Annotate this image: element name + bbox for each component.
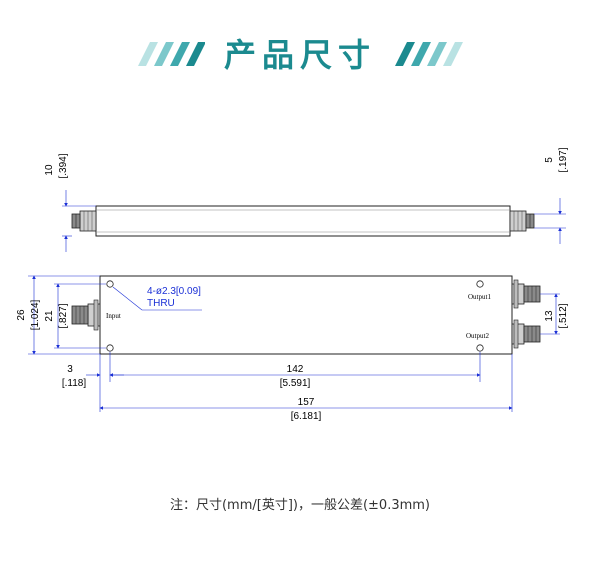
mounting-hole: [106, 344, 114, 352]
dim-side-left: 10 [.394]: [44, 153, 96, 252]
output2-label: Output2: [466, 332, 489, 340]
dim-height-total: 26 [1.024]: [16, 275, 100, 355]
dim-side-right-value: 5: [544, 157, 555, 163]
mounting-hole: [476, 280, 484, 288]
dim-side-right: 5 [.197]: [534, 147, 569, 244]
dim-total-length: 157 [6.181]: [99, 397, 513, 422]
dim-right-spacing: 13 [.512]: [540, 293, 569, 335]
dim-total-length-value: 157: [298, 397, 315, 408]
side-right-connector: [509, 210, 535, 232]
output2-connector: [511, 319, 541, 349]
dim-right-spacing-value: 13: [544, 310, 555, 322]
dim-height-total-inch: [1.024]: [30, 299, 41, 330]
dim-side-left-value: 10: [44, 164, 55, 176]
dim-height-total-value: 26: [16, 309, 27, 321]
decorative-stripes-right: [395, 42, 463, 66]
mounting-hole: [476, 344, 484, 352]
dim-hole-offset: 3 [.118]: [62, 364, 124, 389]
decorative-stripes-left: [138, 42, 205, 66]
side-view: 10 [.394] 5 [.197]: [44, 147, 569, 252]
output1-connector: [511, 279, 541, 309]
dim-total-length-inch: [6.181]: [291, 411, 322, 422]
dim-side-right-inch: [.197]: [558, 147, 569, 172]
hole-callout: 4-ø2.3[0.09] THRU: [112, 286, 202, 311]
dim-hole-span-value: 142: [287, 364, 304, 375]
output1-label: Output1: [468, 293, 491, 301]
dim-hole-offset-inch: [.118]: [62, 378, 86, 389]
top-view: Input Output1 Output2 4-ø2.3[0.09] THRU: [16, 275, 569, 422]
tolerance-note: 注：尺寸(mm/[英寸])，一般公差(±0.3mm): [169, 498, 431, 513]
input-connector: [71, 299, 101, 331]
dim-hole-offset-value: 3: [67, 364, 73, 375]
dim-side-left-inch: [.394]: [58, 153, 69, 178]
hole-callout-thru: THRU: [147, 298, 175, 309]
input-label: Input: [106, 312, 121, 320]
dim-height-inner: 21 [.827]: [44, 283, 106, 349]
side-left-connector: [71, 210, 97, 232]
section-header: 产品尺寸: [0, 0, 600, 100]
dim-height-inner-inch: [.827]: [58, 303, 69, 328]
dim-right-spacing-inch: [.512]: [558, 303, 569, 328]
page-title: 产品尺寸: [223, 36, 376, 74]
dim-height-inner-value: 21: [44, 310, 55, 322]
mounting-hole: [106, 280, 114, 288]
dim-hole-span-inch: [5.591]: [280, 378, 311, 389]
dim-hole-span: 142 [5.591]: [109, 364, 481, 389]
hole-callout-size: 4-ø2.3[0.09]: [147, 286, 201, 297]
